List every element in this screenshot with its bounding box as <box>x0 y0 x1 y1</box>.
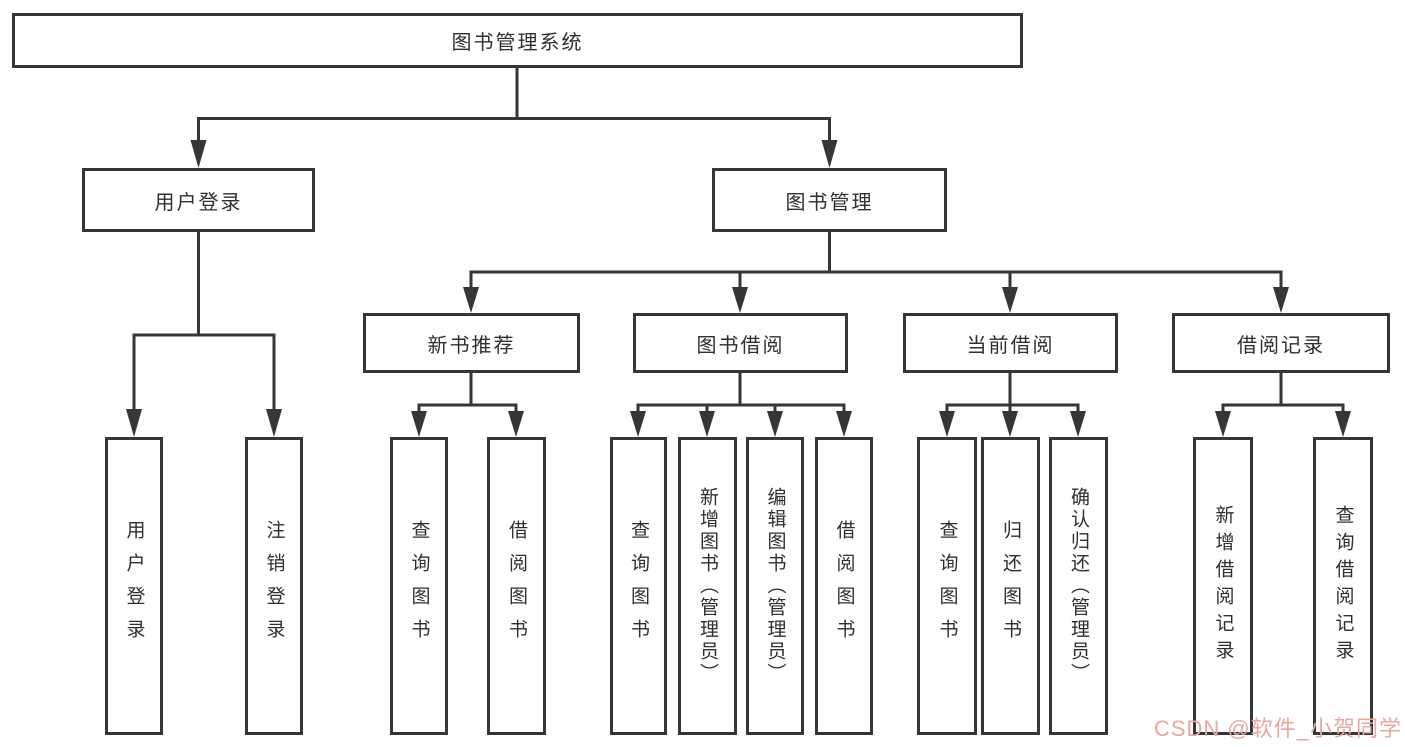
node-user-login: 用户登录 <box>82 168 315 232</box>
csdn-watermark: CSDN @软件_小贺同学 <box>1153 716 1402 741</box>
leaf-query-books-current: 查询图书 <box>917 437 977 735</box>
node-new-book-recommend: 新书推荐 <box>363 313 580 373</box>
leaf-query-books-borrow: 查询图书 <box>610 437 667 735</box>
leaf-confirm-return-admin: 确认归还（管理员） <box>1049 437 1108 735</box>
leaf-query-books-recommend: 查询图书 <box>390 437 448 735</box>
leaf-return-books: 归还图书 <box>981 437 1040 735</box>
leaf-logout: 注销登录 <box>245 437 303 735</box>
leaf-borrow-books: 借阅图书 <box>815 437 873 735</box>
node-book-borrow: 图书借阅 <box>633 313 848 373</box>
leaf-borrow-books-recommend: 借阅图书 <box>487 437 546 735</box>
node-current-borrow: 当前借阅 <box>903 313 1118 373</box>
node-borrow-records: 借阅记录 <box>1172 313 1390 373</box>
leaf-user-login: 用户登录 <box>105 437 163 735</box>
leaf-add-borrow-record: 新增借阅记录 <box>1193 437 1253 735</box>
node-book-management: 图书管理 <box>712 168 947 232</box>
leaf-edit-books-admin: 编辑图书（管理员） <box>746 437 804 735</box>
arrowheads <box>126 140 1351 437</box>
node-root: 图书管理系统 <box>12 13 1023 68</box>
leaf-query-borrow-record: 查询借阅记录 <box>1313 437 1373 735</box>
leaf-add-books-admin: 新增图书（管理员） <box>678 437 737 735</box>
